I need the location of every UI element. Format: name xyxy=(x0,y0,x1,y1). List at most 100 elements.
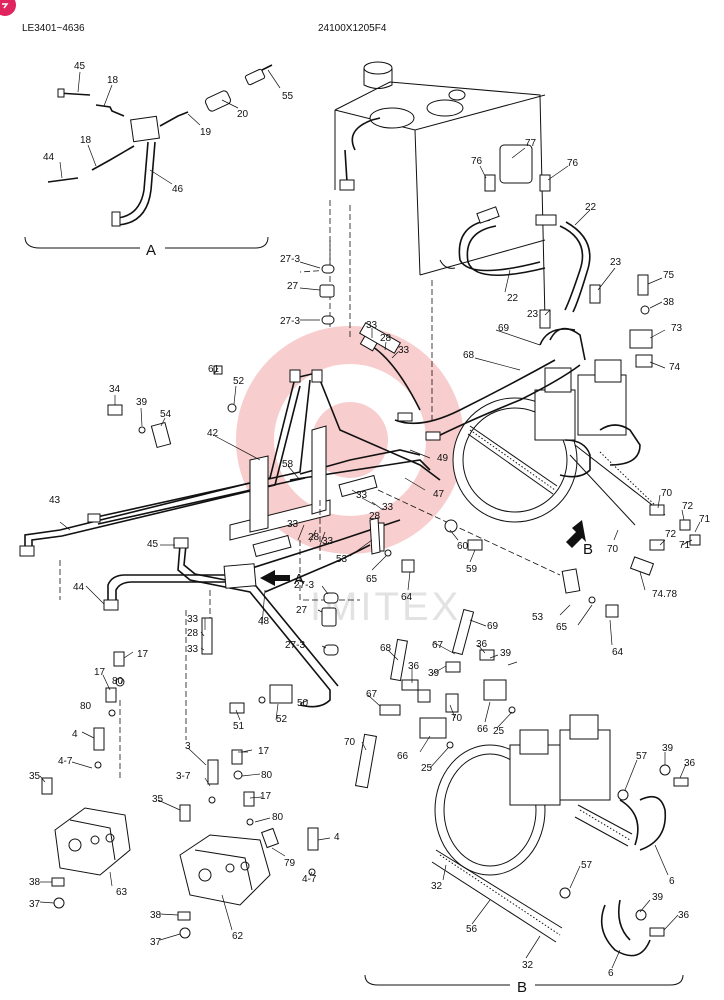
main-pump-lower xyxy=(364,714,684,986)
callout-label: 25 xyxy=(493,726,505,737)
fittings-upper-mid xyxy=(107,174,701,656)
bracket-58 xyxy=(229,425,331,541)
callout-label: 37 xyxy=(150,937,162,948)
hoses-68-69 xyxy=(359,334,581,441)
callout-labels: 45 18 20 55 18 19 44 46 77 76 76 22 22 2… xyxy=(29,61,711,979)
callout-label: 65 xyxy=(556,622,568,633)
callout-label: 3 xyxy=(185,741,191,752)
callout-label: 71 xyxy=(699,514,711,525)
callout-label: 36 xyxy=(684,758,696,769)
callout-label: 58 xyxy=(282,459,294,470)
callout-label: 45 xyxy=(74,61,86,72)
callout-label: 77 xyxy=(525,138,537,149)
callout-label: 39 xyxy=(428,668,440,679)
callout-label: 27-3 xyxy=(280,254,300,265)
callout-label: 74 xyxy=(669,362,681,373)
callout-label: 23 xyxy=(527,309,539,320)
callout-label: 18 xyxy=(80,135,92,146)
callout-label: 70 xyxy=(607,544,619,555)
callout-label: 53 xyxy=(336,554,348,565)
callout-label: 19 xyxy=(200,127,212,138)
leader-lines xyxy=(39,69,701,969)
callout-label: 38 xyxy=(150,910,162,921)
piping-44-48-50 xyxy=(103,519,401,708)
callout-label: 80 xyxy=(80,701,92,712)
callout-label: 17 xyxy=(94,667,106,678)
callout-label: 48 xyxy=(258,616,270,627)
callout-label: 27-3 xyxy=(280,316,300,327)
callout-label: 18 xyxy=(107,75,119,86)
callout-label: 4 xyxy=(334,832,340,843)
callout-label: 45 xyxy=(147,539,159,550)
callout-label: 20 xyxy=(237,109,249,120)
callout-label: 75 xyxy=(663,270,675,281)
callout-label: 33 xyxy=(398,345,410,356)
callout-label: 39 xyxy=(500,648,512,659)
callout-label: 56 xyxy=(466,924,478,935)
callout-label: 32 xyxy=(522,960,534,971)
callout-label: 62 xyxy=(232,931,244,942)
callout-label: 70 xyxy=(661,488,673,499)
callout-label: 50 xyxy=(297,698,309,709)
view-arrow-a-label: A xyxy=(294,571,304,588)
callout-label: 70 xyxy=(451,713,463,724)
spiral-hoses-upper xyxy=(467,425,666,526)
callout-label: 44 xyxy=(43,152,55,163)
section-a-label: A xyxy=(146,242,156,259)
callout-label: 64 xyxy=(401,592,413,603)
view-arrow-b-label: B xyxy=(583,541,593,558)
callout-label: 54 xyxy=(160,409,172,420)
callout-label: 28 xyxy=(380,333,392,344)
callout-label: 33 xyxy=(287,519,299,530)
callout-label: 27-3 xyxy=(294,580,314,591)
callout-label: 42 xyxy=(207,428,219,439)
callout-label: 76 xyxy=(471,156,483,167)
callout-label: 33 xyxy=(366,320,378,331)
callout-label: 68 xyxy=(463,350,475,361)
callout-label: 69 xyxy=(498,323,510,334)
callout-label: 22 xyxy=(507,293,519,304)
callout-label: 25 xyxy=(421,763,433,774)
callout-label: 46 xyxy=(172,184,184,195)
callout-label: 53 xyxy=(532,612,544,623)
callout-label: 39 xyxy=(652,892,664,903)
callout-label: 66 xyxy=(477,724,489,735)
callout-label: 33 xyxy=(382,502,394,513)
callout-label: 73 xyxy=(671,323,683,334)
view-arrow-b: B xyxy=(566,520,593,558)
callout-label: 69 xyxy=(487,621,499,632)
callout-label: 49 xyxy=(437,453,449,464)
callout-label: 27-3 xyxy=(285,640,305,651)
piping-42-43-49 xyxy=(19,369,441,557)
callout-label: 4-7 xyxy=(58,756,73,767)
fittings-lower-mid xyxy=(229,608,516,789)
callout-label: 57 xyxy=(581,860,593,871)
callout-label: 32 xyxy=(431,881,443,892)
callout-label: 63 xyxy=(116,887,128,898)
control-valve-62 xyxy=(177,749,319,939)
main-pump-upper xyxy=(452,327,641,523)
callout-label: 80 xyxy=(112,676,124,687)
callout-label: 22 xyxy=(585,202,597,213)
callout-label: 36 xyxy=(678,910,690,921)
callout-label: 36 xyxy=(476,639,488,650)
callout-label: 17 xyxy=(258,746,270,757)
callout-label: 35 xyxy=(29,771,41,782)
callout-label: 33 xyxy=(187,644,199,655)
callout-label: 39 xyxy=(136,397,148,408)
callout-label: 65 xyxy=(366,574,378,585)
callout-label: 33 xyxy=(322,536,334,547)
fittings-lower-right xyxy=(559,764,689,937)
callout-label: 4 xyxy=(72,729,78,740)
callout-label: 28 xyxy=(369,511,381,522)
callout-label: 17 xyxy=(137,649,149,660)
callout-label: 70 xyxy=(344,737,356,748)
serial-range-text: LE3401~4636 xyxy=(22,23,85,34)
callout-label: 52 xyxy=(276,714,288,725)
callout-label: 76 xyxy=(567,158,579,169)
callout-label: 39 xyxy=(662,743,674,754)
callout-label: 72 xyxy=(682,501,694,512)
callout-label: 47 xyxy=(433,489,445,500)
callout-label: 27 xyxy=(296,605,308,616)
callout-label: 61 xyxy=(208,364,220,375)
